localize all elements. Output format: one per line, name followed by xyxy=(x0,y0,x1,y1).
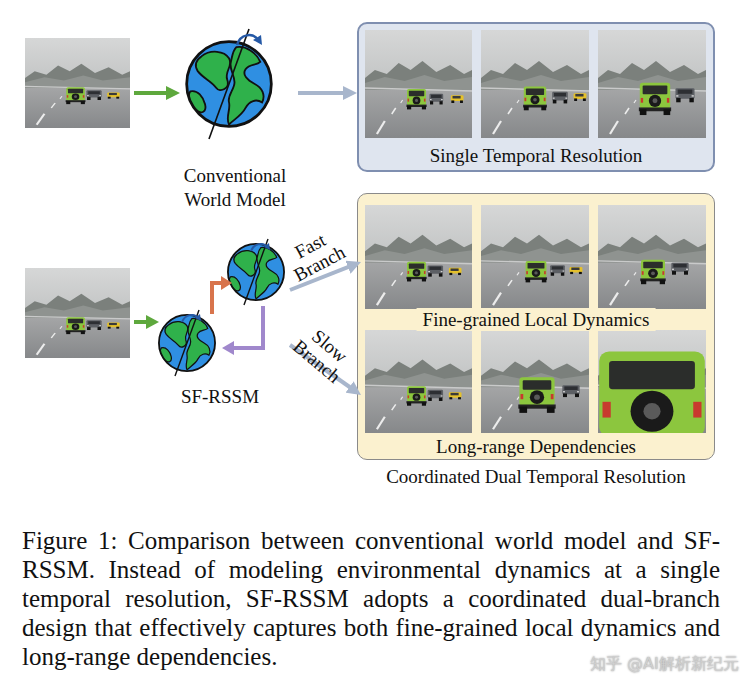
globe-icon xyxy=(228,239,284,305)
watermark: 知乎 @AI解析新纪元 xyxy=(590,654,739,675)
input-frame xyxy=(25,38,130,358)
globe-icon xyxy=(237,35,258,45)
globe-icon xyxy=(175,310,199,376)
node-label: Long-range Dependencies xyxy=(430,435,642,458)
input-arrow xyxy=(134,86,180,329)
globe-icon xyxy=(264,243,270,250)
input-frame xyxy=(25,38,130,128)
globe-icon xyxy=(251,244,267,251)
globe-icon xyxy=(244,239,268,305)
input-frame xyxy=(66,317,86,334)
globe-icon xyxy=(182,315,198,322)
globe-icon xyxy=(187,29,272,139)
input-frame xyxy=(86,320,101,330)
input-frame xyxy=(107,322,119,328)
coordination-arrow xyxy=(233,306,263,348)
input-frame xyxy=(25,268,130,358)
input-arrow xyxy=(166,86,180,100)
coordination-arrow xyxy=(212,283,222,314)
sf-rssm-globes: SF-RSSM xyxy=(150,238,290,410)
frame-band: Fine-grained Local Dynamics xyxy=(361,200,711,328)
globe-icon xyxy=(159,310,215,376)
globe-icon xyxy=(159,315,215,371)
input-frame xyxy=(25,268,130,358)
node-label: Fine-grained Local Dynamics xyxy=(417,308,656,331)
input-frame xyxy=(66,87,86,104)
coordination-arrow xyxy=(222,341,234,355)
input-frame xyxy=(25,38,130,128)
node-label: Single Temporal Resolution xyxy=(359,144,713,168)
input-frame xyxy=(107,92,119,98)
globe-icon xyxy=(187,42,272,127)
branch-label: Fast Branch xyxy=(276,222,353,288)
input-arrow xyxy=(134,91,168,95)
globe-icon xyxy=(195,314,201,321)
coordination-arrow xyxy=(212,276,263,355)
globe-icon xyxy=(253,35,262,45)
world-model-globe: Conventional World Model xyxy=(172,38,298,214)
globe-icon xyxy=(228,244,284,300)
output-panel: Single Temporal Resolution xyxy=(357,22,715,172)
branch-label: Slow Branch xyxy=(284,317,360,390)
input-arrow xyxy=(134,320,148,324)
output-panel: Coordinated Dual Temporal ResolutionFine… xyxy=(357,193,715,460)
coordination-arrow xyxy=(221,276,232,290)
node-label: SF-RSSM xyxy=(150,385,290,409)
node-label: Coordinated Dual Temporal Resolution xyxy=(318,465,740,489)
frame-band: Long-range Dependencies xyxy=(361,328,711,458)
node-label: Conventional World Model xyxy=(172,164,298,212)
input-arrow xyxy=(146,315,159,329)
input-frame xyxy=(86,90,101,100)
flow-arrow xyxy=(298,91,347,95)
figure-caption: Figure 1: Comparison between conventiona… xyxy=(22,526,720,671)
globe-icon xyxy=(209,29,249,139)
